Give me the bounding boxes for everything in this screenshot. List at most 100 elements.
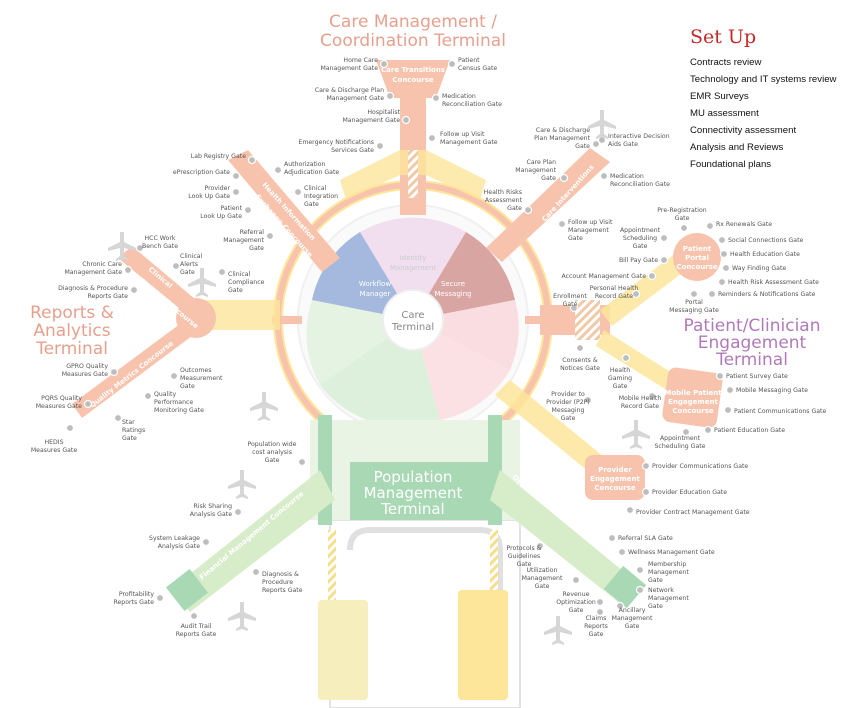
airfield bbox=[318, 519, 521, 708]
setup-item: EMR Surveys bbox=[690, 91, 749, 102]
svg-text:Scheduling: Scheduling bbox=[623, 235, 657, 242]
svg-text:Gate: Gate bbox=[507, 205, 522, 212]
svg-text:Concourse: Concourse bbox=[672, 407, 713, 415]
svg-text:Reports Gate: Reports Gate bbox=[176, 631, 217, 638]
svg-text:Gate: Gate bbox=[517, 561, 532, 568]
terminal-reports-title-2: Analytics bbox=[33, 321, 110, 341]
svg-text:Diagnosis & Procedure: Diagnosis & Procedure bbox=[58, 285, 128, 292]
setup-panel: Set Up Contracts review Technology and I… bbox=[690, 26, 848, 173]
plane-icon bbox=[228, 602, 256, 631]
svg-text:Management: Management bbox=[522, 575, 563, 582]
svg-text:GPRO Quality: GPRO Quality bbox=[66, 363, 108, 370]
svg-text:Measures Gate: Measures Gate bbox=[62, 371, 108, 378]
terminal-patient-title-3: Terminal bbox=[715, 350, 788, 370]
svg-text:Performance: Performance bbox=[154, 399, 193, 406]
setup-item: Analysis and Reviews bbox=[690, 142, 784, 153]
svg-text:Reminders & Notifications Gate: Reminders & Notifications Gate bbox=[718, 291, 815, 298]
svg-text:Reports Gate: Reports Gate bbox=[113, 599, 154, 606]
svg-text:Gate: Gate bbox=[613, 383, 628, 390]
svg-text:Gate: Gate bbox=[541, 175, 556, 182]
svg-text:cost analysis: cost analysis bbox=[252, 449, 292, 456]
care-terminal-core bbox=[382, 289, 444, 351]
svg-text:Authorization: Authorization bbox=[284, 161, 326, 168]
hub-identity bbox=[360, 217, 466, 320]
svg-text:Engagement: Engagement bbox=[668, 398, 718, 406]
svg-text:PQRS Quality: PQRS Quality bbox=[41, 395, 82, 402]
gate-label: Home Care bbox=[343, 57, 378, 64]
terminal-population-title-1: Population bbox=[374, 468, 453, 486]
svg-text:Provider Communications Gate: Provider Communications Gate bbox=[652, 463, 748, 470]
svg-text:Wellness Management Gate: Wellness Management Gate bbox=[628, 549, 715, 556]
svg-text:Gate: Gate bbox=[180, 383, 195, 390]
svg-text:Social Connections Gate: Social Connections Gate bbox=[728, 237, 804, 244]
svg-text:Gate: Gate bbox=[568, 235, 583, 242]
terminal-care-title-2: Coordination Terminal bbox=[320, 31, 506, 51]
svg-text:Messaging Gate: Messaging Gate bbox=[669, 307, 719, 314]
hub-secure-messaging bbox=[413, 232, 515, 320]
svg-text:Messaging: Messaging bbox=[434, 290, 471, 298]
svg-text:Bill Pay Gate: Bill Pay Gate bbox=[619, 257, 658, 264]
svg-text:Gate: Gate bbox=[561, 415, 576, 422]
plane-icon bbox=[108, 232, 136, 261]
svg-text:Diagnosis &: Diagnosis & bbox=[262, 571, 299, 578]
svg-text:Gate: Gate bbox=[625, 623, 640, 630]
svg-text:Health Education Gate: Health Education Gate bbox=[730, 251, 800, 258]
svg-text:Guidelines: Guidelines bbox=[508, 553, 541, 560]
care-terminal-label-1: Care bbox=[401, 310, 424, 321]
svg-text:Claims: Claims bbox=[586, 615, 607, 622]
patient-portal-label: Patient bbox=[683, 245, 712, 253]
svg-text:Management Gate: Management Gate bbox=[326, 95, 384, 102]
svg-text:Appointment: Appointment bbox=[660, 435, 701, 442]
svg-text:Provider Education Gate: Provider Education Gate bbox=[652, 489, 727, 496]
terminal-patient-title-2: Engagement bbox=[698, 333, 807, 353]
svg-text:Gate: Gate bbox=[122, 435, 137, 442]
svg-text:Population wide: Population wide bbox=[248, 441, 297, 448]
svg-text:Gate: Gate bbox=[228, 287, 243, 294]
svg-text:Rx Renewals Gate: Rx Renewals Gate bbox=[716, 221, 772, 228]
svg-text:Messaging: Messaging bbox=[552, 407, 585, 414]
svg-text:Aids Gate: Aids Gate bbox=[608, 141, 638, 148]
svg-text:Optimization: Optimization bbox=[556, 599, 596, 606]
svg-text:Referral: Referral bbox=[240, 229, 265, 236]
svg-text:Health Risks: Health Risks bbox=[484, 189, 522, 196]
terminal-population-title-3: Terminal bbox=[380, 500, 444, 518]
svg-text:Mobile Health: Mobile Health bbox=[619, 395, 662, 402]
svg-text:Health Risk Assessment Gate: Health Risk Assessment Gate bbox=[728, 279, 819, 286]
svg-text:Assessment: Assessment bbox=[485, 197, 523, 204]
svg-text:ePrescription Gate: ePrescription Gate bbox=[173, 169, 230, 176]
hub-secure-label: Secure bbox=[441, 280, 465, 288]
svg-text:Gaming: Gaming bbox=[608, 375, 632, 382]
svg-text:Membership: Membership bbox=[648, 561, 686, 568]
svg-text:Reconciliation Gate: Reconciliation Gate bbox=[442, 101, 502, 108]
svg-text:Star: Star bbox=[122, 419, 135, 426]
svg-text:Ratings: Ratings bbox=[122, 427, 145, 434]
runway-left bbox=[318, 600, 368, 700]
setup-item: Connectivity assessment bbox=[690, 125, 797, 136]
svg-text:Services Gate: Services Gate bbox=[331, 147, 374, 154]
svg-text:System Leakage: System Leakage bbox=[149, 535, 200, 542]
svg-text:Care & Discharge Plan: Care & Discharge Plan bbox=[315, 87, 384, 94]
provider-wing: Provider Engagement Concourse bbox=[495, 380, 645, 500]
plane-icon bbox=[188, 268, 216, 297]
svg-text:Notices Gate: Notices Gate bbox=[560, 365, 600, 372]
svg-text:Compliance: Compliance bbox=[228, 279, 265, 286]
svg-text:Patient: Patient bbox=[458, 57, 480, 64]
svg-text:Network: Network bbox=[648, 587, 674, 594]
svg-text:Hospitalist: Hospitalist bbox=[367, 109, 400, 116]
svg-text:Bench Gate: Bench Gate bbox=[142, 243, 178, 250]
svg-text:Ancillary: Ancillary bbox=[619, 607, 646, 614]
svg-text:Way Finding Gate: Way Finding Gate bbox=[732, 265, 786, 272]
svg-text:Gate: Gate bbox=[265, 457, 280, 464]
svg-text:Gate: Gate bbox=[180, 269, 195, 276]
svg-text:Provider to: Provider to bbox=[551, 391, 585, 398]
svg-text:Engagement: Engagement bbox=[590, 475, 640, 483]
terminal-reports-title-3: Terminal bbox=[35, 339, 108, 359]
svg-text:Analysis Gate: Analysis Gate bbox=[190, 511, 232, 518]
svg-text:Record Gate: Record Gate bbox=[621, 403, 659, 410]
runway-right bbox=[458, 590, 508, 700]
svg-text:Account Management Gate: Account Management Gate bbox=[562, 273, 647, 280]
setup-list: Contracts review Technology and IT syste… bbox=[690, 54, 848, 173]
svg-text:HCC Work: HCC Work bbox=[145, 235, 176, 242]
svg-text:Care & Discharge: Care & Discharge bbox=[536, 127, 590, 134]
svg-text:Reconciliation Gate: Reconciliation Gate bbox=[610, 181, 670, 188]
